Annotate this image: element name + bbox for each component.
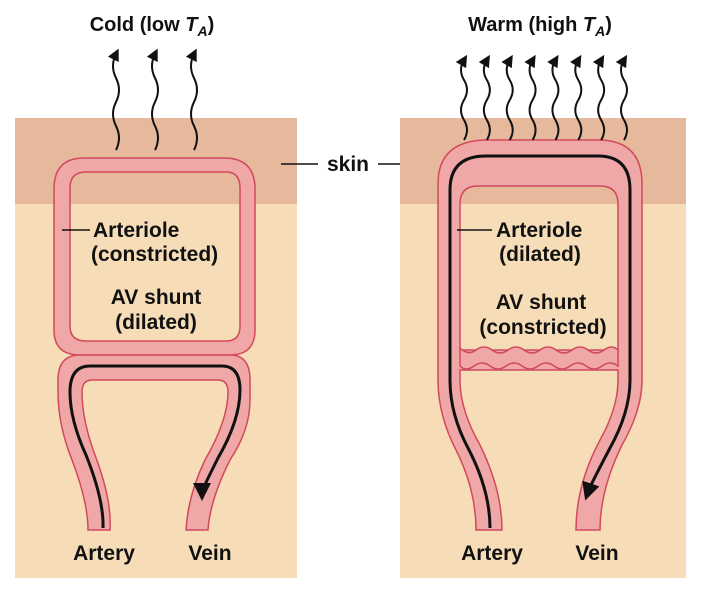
warm-vein-label: Vein: [575, 542, 618, 565]
warm-av-shunt: [459, 346, 619, 370]
cold-heat-arrow-2: [146, 48, 159, 151]
warm-heat-arrow-3: [501, 54, 514, 141]
cold-panel: Cold (low TA) Arteriole (constricted) AV…: [15, 14, 297, 578]
warm-artery-label: Artery: [461, 542, 523, 565]
cold-heat-arrow-3: [185, 48, 198, 151]
warm-heat-arrow-6: [570, 54, 583, 141]
warm-heat-arrow-1: [455, 54, 468, 141]
warm-heat-arrow-4: [524, 54, 537, 141]
cold-shunt-label: AV shunt: [111, 286, 202, 309]
cold-shunt-state: (dilated): [115, 311, 197, 334]
warm-heat-arrow-7: [592, 54, 606, 141]
warm-heat-arrow-5: [547, 54, 560, 141]
warm-heat-arrows: [455, 54, 628, 141]
warm-arteriole-label: Arteriole: [496, 219, 582, 242]
warm-flow-arrow: [448, 154, 632, 529]
cold-arteriole-state: (constricted): [91, 243, 218, 266]
cold-artery-label: Artery: [73, 542, 135, 565]
cold-arteriole-label: Arteriole: [93, 219, 179, 242]
cold-heat-arrows: [107, 48, 198, 151]
warm-shunt-label: AV shunt: [496, 291, 587, 314]
warm-title: Warm (high TA): [468, 14, 612, 39]
cold-vein-label: Vein: [188, 542, 231, 565]
skin-label: skin: [327, 153, 369, 176]
warm-heat-arrow-8: [615, 54, 628, 141]
cold-heat-arrow-1: [107, 48, 120, 151]
warm-heat-arrow-2: [478, 54, 491, 141]
warm-arteriole-state: (dilated): [499, 243, 581, 266]
warm-panel: Warm (high TA) Arteriole (dilated) AV sh…: [400, 14, 686, 578]
cold-title: Cold (low TA): [90, 14, 215, 39]
cold-flow-arrow: [68, 364, 242, 529]
warm-shunt-state: (constricted): [479, 316, 606, 339]
